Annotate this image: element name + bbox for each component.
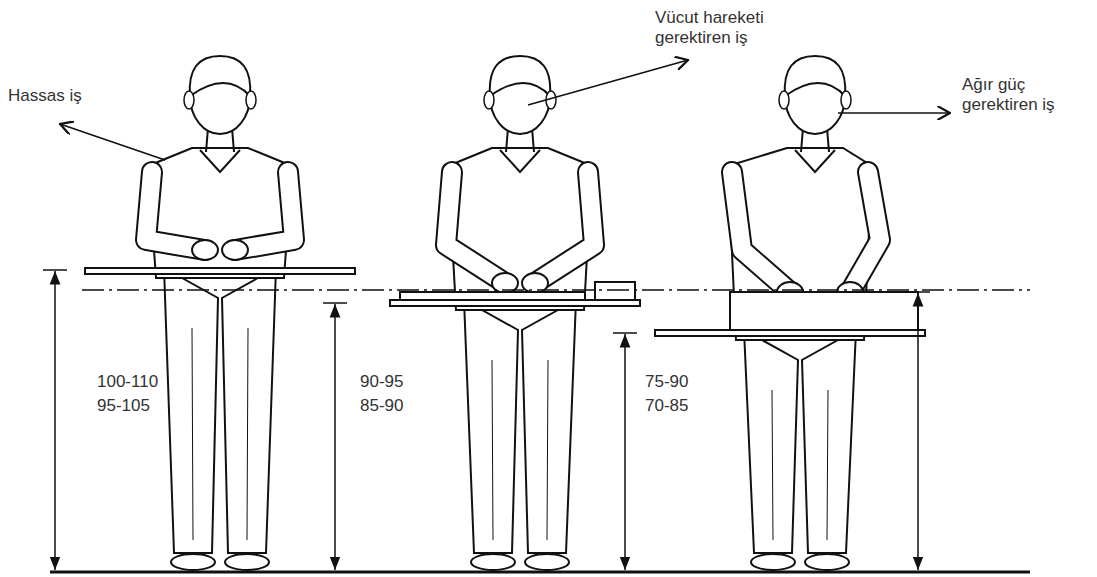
dimension-line <box>917 293 919 570</box>
trouser-crease <box>492 360 493 540</box>
worker-figure <box>390 56 640 570</box>
workpiece <box>400 292 585 300</box>
trouser-leg <box>522 300 576 553</box>
arm <box>732 172 790 292</box>
dimension-label: 100-110 <box>97 372 167 392</box>
dimension-line <box>334 304 336 570</box>
arm <box>235 172 294 250</box>
dimension-label: 75-90 <box>645 372 705 392</box>
trouser-crease <box>827 390 828 540</box>
workbench-top <box>85 268 355 274</box>
dimension <box>323 303 347 570</box>
trouser-crease <box>772 390 773 540</box>
trouser-leg <box>802 330 856 553</box>
dimension-label: 70-85 <box>645 396 705 416</box>
arm <box>146 172 205 250</box>
dimension <box>906 292 930 570</box>
floor-line <box>50 571 1030 574</box>
hair <box>190 56 251 96</box>
trouser-crease <box>192 328 193 540</box>
shoe <box>805 554 849 570</box>
arm <box>146 172 205 250</box>
dimension-label: 95-105 <box>97 396 167 416</box>
ear <box>484 91 494 109</box>
trouser-leg <box>222 268 276 553</box>
worker-figure <box>655 56 925 570</box>
trouser-crease <box>247 328 248 540</box>
arm <box>850 172 880 292</box>
trouser-leg <box>464 300 518 553</box>
trouser-crease <box>547 360 548 540</box>
shoe <box>525 554 569 570</box>
shoe <box>225 554 269 570</box>
callout-arrow <box>838 112 950 114</box>
ear <box>779 91 789 109</box>
workpiece-box <box>595 282 635 300</box>
shirt <box>148 148 292 278</box>
trouser-leg <box>744 330 798 553</box>
ear <box>184 91 194 109</box>
dimension <box>43 270 67 570</box>
ear <box>841 91 851 109</box>
hair <box>490 56 551 96</box>
callout-label: Hassas iş <box>8 86 118 106</box>
dimension-line <box>54 271 56 570</box>
collar <box>795 150 835 172</box>
heavy-workpiece <box>730 292 918 330</box>
shirt <box>448 148 592 310</box>
extension-line <box>613 332 637 334</box>
elbow-height-line <box>82 289 1030 291</box>
worker-figure <box>85 56 355 570</box>
hand <box>192 240 218 260</box>
callout-label: Ağır güç gerektiren iş <box>962 75 1074 115</box>
hand <box>222 240 248 260</box>
dimension <box>613 333 637 570</box>
callout-label: Vücut hareketi gerektiren iş <box>655 8 790 48</box>
extension-line <box>43 269 67 271</box>
shoe <box>171 554 215 570</box>
shoe <box>471 554 515 570</box>
trouser-leg <box>164 268 218 553</box>
collar <box>500 150 540 172</box>
dimension-line <box>624 334 626 570</box>
extension-line <box>323 302 347 304</box>
ear <box>246 91 256 109</box>
arm <box>535 172 594 283</box>
callout-arrow <box>60 124 165 160</box>
extension-line <box>906 291 930 293</box>
arm <box>235 172 294 250</box>
callout-arrow <box>528 60 688 105</box>
collar <box>200 150 240 172</box>
arm <box>732 172 790 292</box>
arm <box>535 172 594 283</box>
dimension-label: 85-90 <box>360 396 420 416</box>
arm <box>446 172 505 283</box>
dimension-label: 90-95 <box>360 372 420 392</box>
arm <box>850 172 880 292</box>
hair <box>785 56 846 96</box>
shoe <box>751 554 795 570</box>
arm <box>446 172 505 283</box>
